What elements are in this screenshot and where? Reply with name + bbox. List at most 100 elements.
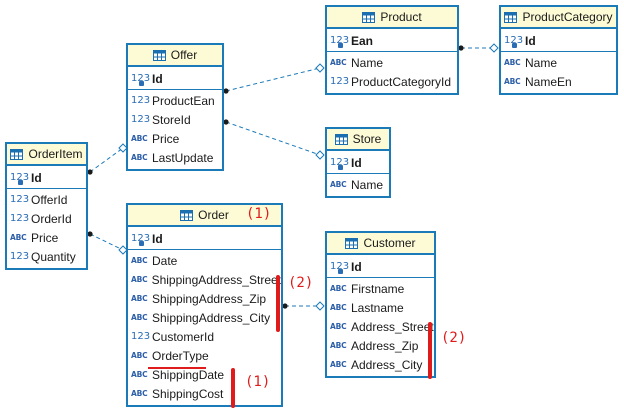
abc-icon: ABC (330, 284, 347, 293)
attribute-name: Id (31, 170, 42, 185)
entity-header[interactable]: Store (327, 129, 389, 151)
attribute-name: Id (525, 33, 536, 48)
annotation-bar-customer-address (428, 322, 432, 379)
abc-icon: ABC (131, 153, 148, 162)
abc-icon: ABC (131, 370, 148, 379)
rel-orderitem-order (89, 233, 124, 251)
attribute-name: Id (351, 155, 362, 170)
rel-orderitem-order-many-end (87, 231, 93, 237)
annotation-customer-address: (2) (441, 330, 467, 346)
123-icon: 123 (10, 251, 30, 262)
attribute-name: Date (152, 253, 178, 268)
entity-header[interactable]: ProductCategory (501, 7, 616, 29)
attribute-name: Address_Street (351, 319, 434, 334)
attribute-name: ShippingAddress_Street (151, 272, 281, 287)
entity-title: Product (380, 10, 422, 24)
table-icon (10, 148, 24, 160)
entity-header[interactable]: Customer (327, 233, 434, 255)
entity-title: ProductCategory (522, 10, 613, 24)
attribute-name: ShippingDate (152, 367, 225, 382)
entity-title: Store (352, 132, 382, 146)
attribute-name: Price (152, 131, 180, 146)
entity-title: OrderItem (28, 147, 83, 161)
attribute-name: OfferId (31, 192, 68, 207)
abc-icon: ABC (330, 322, 347, 331)
abc-icon: ABC (504, 77, 521, 86)
attribute-row[interactable]: ABC Address_Street (327, 317, 434, 336)
key-123-icon: 123 (504, 35, 524, 48)
attribute-name: Price (31, 230, 59, 245)
123-icon: 123 (10, 194, 30, 205)
abc-icon: ABC (131, 294, 148, 303)
attribute-name: OrderType (152, 348, 209, 363)
attribute-row[interactable]: ABC Address_Zip (327, 336, 434, 355)
abc-icon: ABC (330, 360, 347, 369)
attribute-name: Name (351, 177, 384, 192)
attribute-row[interactable]: ABC Address_City (327, 355, 434, 374)
rel-orderitem-offer-one-end (118, 143, 128, 153)
attribute-row[interactable]: ABC OrderType (128, 346, 281, 365)
rel-offer-product-many-end (223, 88, 229, 94)
annotation-underline-ordertype (148, 367, 206, 369)
entity-header[interactable]: Order (128, 205, 281, 227)
entity-header[interactable]: Product (327, 7, 457, 29)
rel-offer-store-many-end (223, 119, 229, 125)
abc-icon: ABC (131, 313, 148, 322)
attribute-name: Address_City (351, 357, 423, 372)
123-icon: 123 (131, 95, 151, 106)
attribute-name: Address_Zip (351, 338, 419, 353)
entity-header[interactable]: Offer (128, 45, 222, 67)
rel-orderitem-offer-many-end (87, 169, 93, 175)
123-icon: 123 (131, 331, 151, 342)
rel-offer-product (225, 67, 321, 92)
attribute-row[interactable]: ABC ShippingDate (128, 365, 281, 384)
rel-offer-store (225, 121, 321, 156)
attribute-row[interactable]: ABC Price (7, 228, 86, 247)
abc-icon: ABC (131, 351, 148, 360)
abc-icon: ABC (10, 233, 27, 242)
abc-icon: ABC (330, 341, 347, 350)
entity-header[interactable]: OrderItem (7, 144, 86, 166)
key-123-icon: 123 (131, 73, 151, 86)
